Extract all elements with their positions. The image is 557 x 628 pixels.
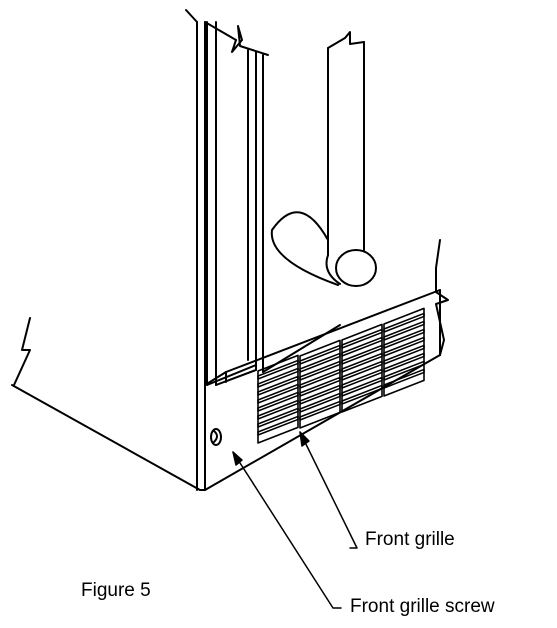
grille-screw-icon [210, 428, 222, 446]
grille-louver [299, 352, 341, 373]
front-grille-arrowhead [299, 431, 310, 447]
grille-louver [341, 352, 383, 373]
grille-louver [383, 320, 425, 341]
grille-louver [299, 368, 341, 389]
grille-louver [257, 415, 299, 436]
grille-louver [299, 360, 341, 381]
grille-louver [341, 328, 383, 349]
front-frame [185, 9, 269, 491]
grille-louver [383, 336, 425, 357]
grille-louver [299, 400, 341, 421]
grille-louver [383, 352, 425, 373]
grille-louver [299, 344, 341, 365]
leader-lines [232, 431, 358, 609]
grille-louver [299, 392, 341, 413]
grille-louver [257, 399, 299, 420]
grille-louver [257, 359, 299, 380]
grille-louver [341, 368, 383, 389]
grille-louvers [257, 312, 425, 436]
grille-louver [383, 360, 425, 381]
grille-louver [341, 336, 383, 357]
front-grille-screw-arrowhead [232, 451, 243, 466]
cabinet-side-panel [11, 317, 201, 491]
grille-louver [257, 391, 299, 412]
grille-louver [257, 383, 299, 404]
front-grille-leader [299, 431, 358, 549]
grille-louver [341, 384, 383, 405]
grille-louver [341, 376, 383, 397]
figure-caption: Figure 5 [81, 580, 151, 601]
front-grille-screw-leader [232, 451, 342, 609]
front-grille-label: Front grille [365, 529, 455, 550]
grille-louver [257, 375, 299, 396]
grille-louver [383, 312, 425, 333]
vent-pipe [270, 31, 377, 287]
grille-louver [341, 344, 383, 365]
grille-louver [299, 376, 341, 397]
grille-louver [383, 328, 425, 349]
grille-louver [341, 360, 383, 381]
front-grille-screw-label: Front grille screw [350, 596, 495, 617]
grille-louver [257, 407, 299, 428]
grille-louver [299, 384, 341, 405]
grille-louver [383, 368, 425, 389]
grille-louver [257, 367, 299, 388]
front-panel [199, 239, 449, 491]
grille-louver [383, 344, 425, 365]
